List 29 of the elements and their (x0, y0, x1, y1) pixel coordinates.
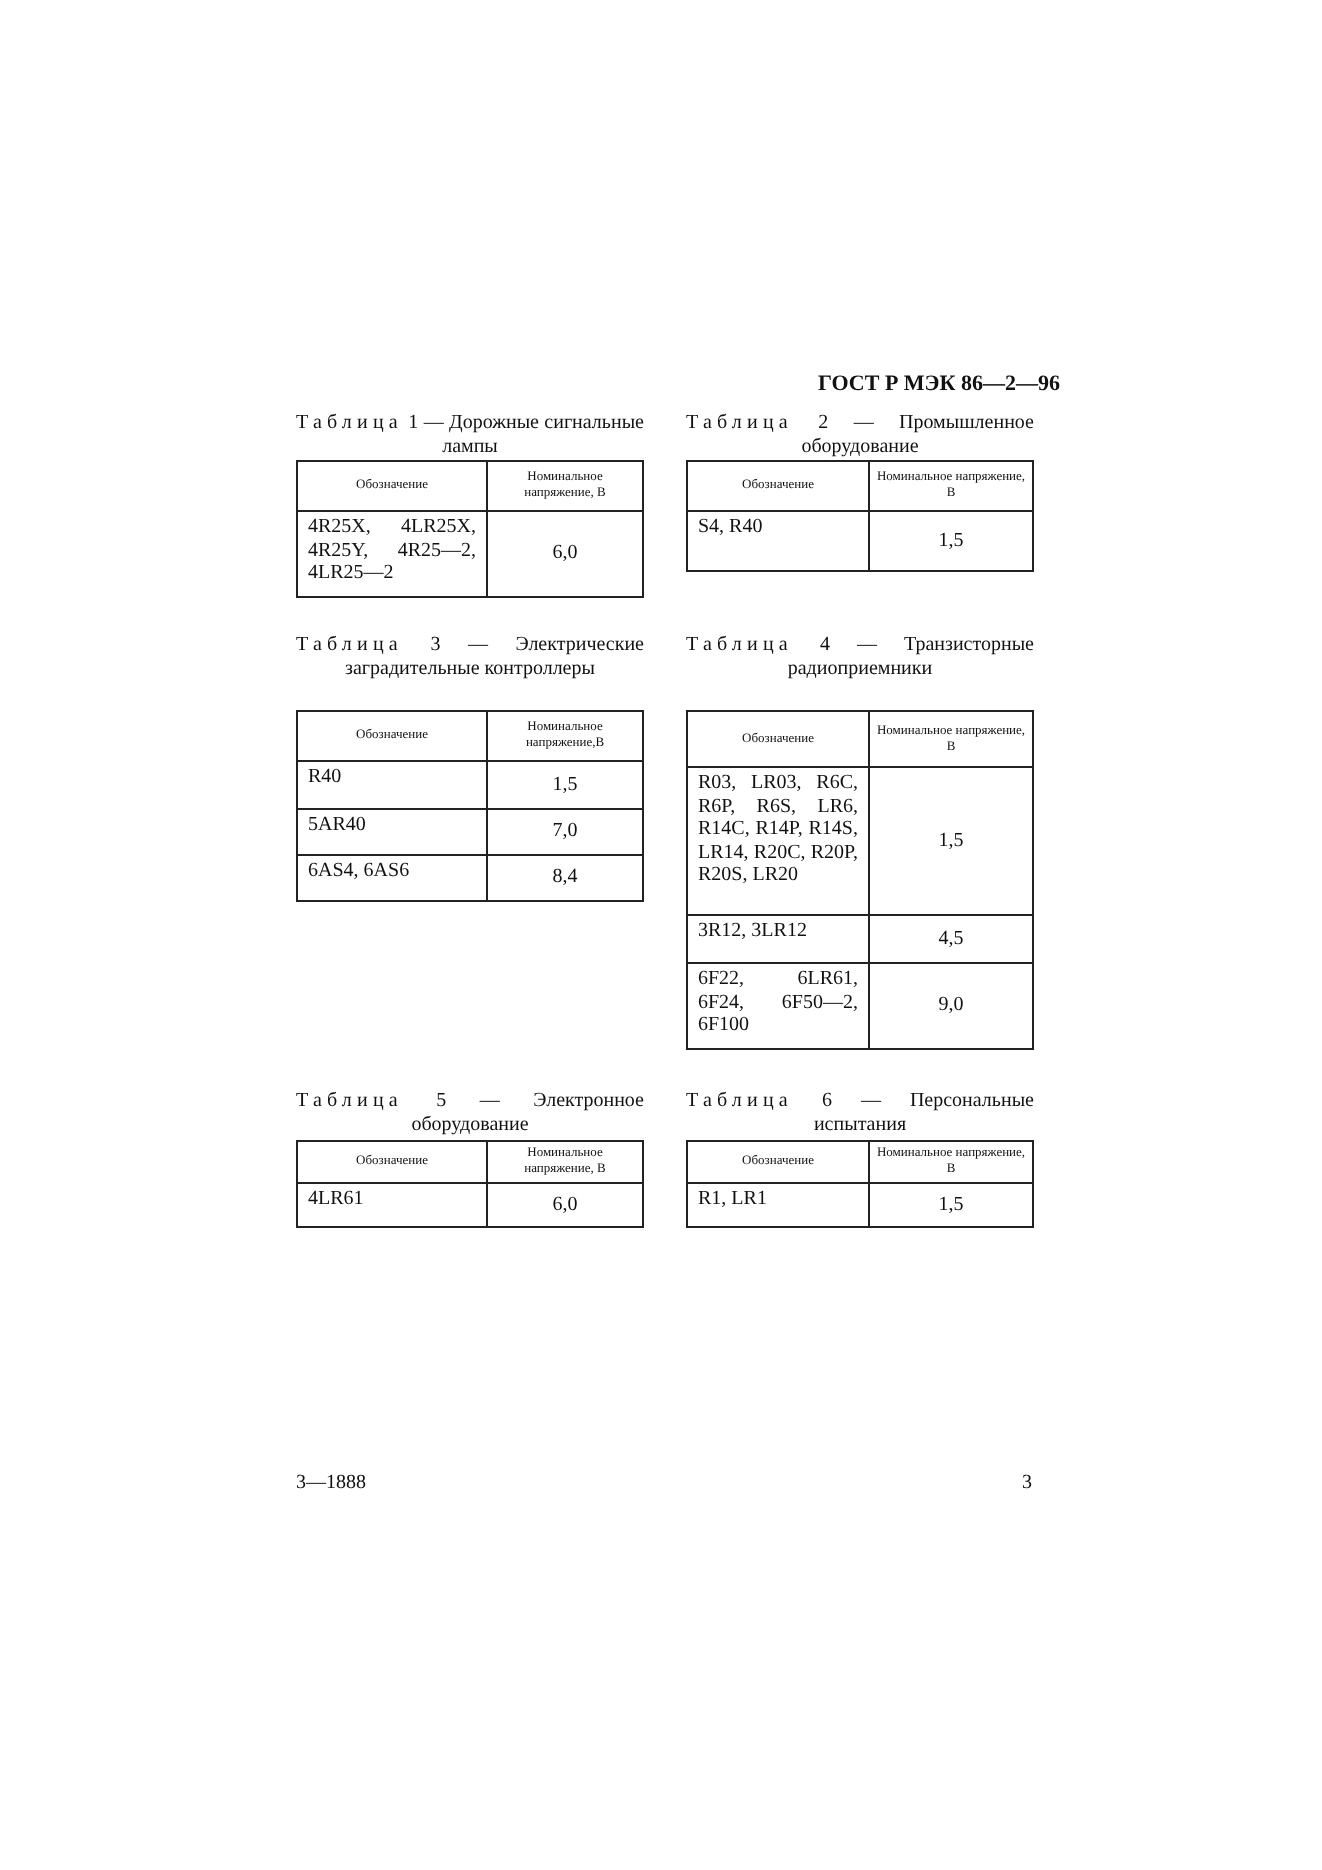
voltage-value: 6,0 (487, 511, 643, 597)
table-caption: Таблица 4 — Транзисторные радиоприемники (686, 634, 1034, 682)
battery-designation: 6AS4, 6AS6 (297, 855, 487, 901)
table-caption: Таблица 2 — Промышленное оборудование (686, 412, 1034, 460)
page-code: 3—1888 (296, 1472, 366, 1494)
battery-designation: 3R12, 3LR12 (687, 915, 869, 963)
battery-designation: R40 (297, 761, 487, 809)
battery-designation: 6F22, 6LR61, 6F24, 6F50—2, 6F100 (687, 963, 869, 1049)
voltage-value: 1,5 (869, 767, 1033, 915)
table-caption: Таблица 3 — Электрические заградительные контроллеры (296, 634, 644, 682)
battery-designation: R03, LR03, R6C, R6P, R6S, LR6, R14C, R14P, R14S, LR14, R20C, R20P, R20S, LR20 (687, 767, 869, 915)
voltage-value: 6,0 (487, 1183, 643, 1227)
table-caption: Таблица 5 — Электронное оборудование (296, 1090, 644, 1138)
table-caption: Таблица 6 — Персональные испытания (686, 1090, 1034, 1138)
voltage-value: 7,0 (487, 809, 643, 855)
voltage-value: 1,5 (869, 511, 1033, 571)
battery-designation: R1, LR1 (687, 1183, 869, 1227)
battery-designation: 4LR61 (297, 1183, 487, 1227)
battery-designation: 4R25X, 4LR25X, 4R25Y, 4R25—2, 4LR25—2 (297, 511, 487, 597)
table-caption: Таблица 1 — Дорожные сигнальные лампы (296, 412, 644, 460)
standard-number: ГОСТ Р МЭК 86—2—96 (818, 372, 1060, 396)
battery-designation: S4, R40 (687, 511, 869, 571)
voltage-value: 1,5 (869, 1183, 1033, 1227)
battery-designation: 5AR40 (297, 809, 487, 855)
voltage-value: 8,4 (487, 855, 643, 901)
voltage-value: 9,0 (869, 963, 1033, 1049)
page-number: 3 (1022, 1472, 1032, 1494)
voltage-value: 4,5 (869, 915, 1033, 963)
voltage-value: 1,5 (487, 761, 643, 809)
